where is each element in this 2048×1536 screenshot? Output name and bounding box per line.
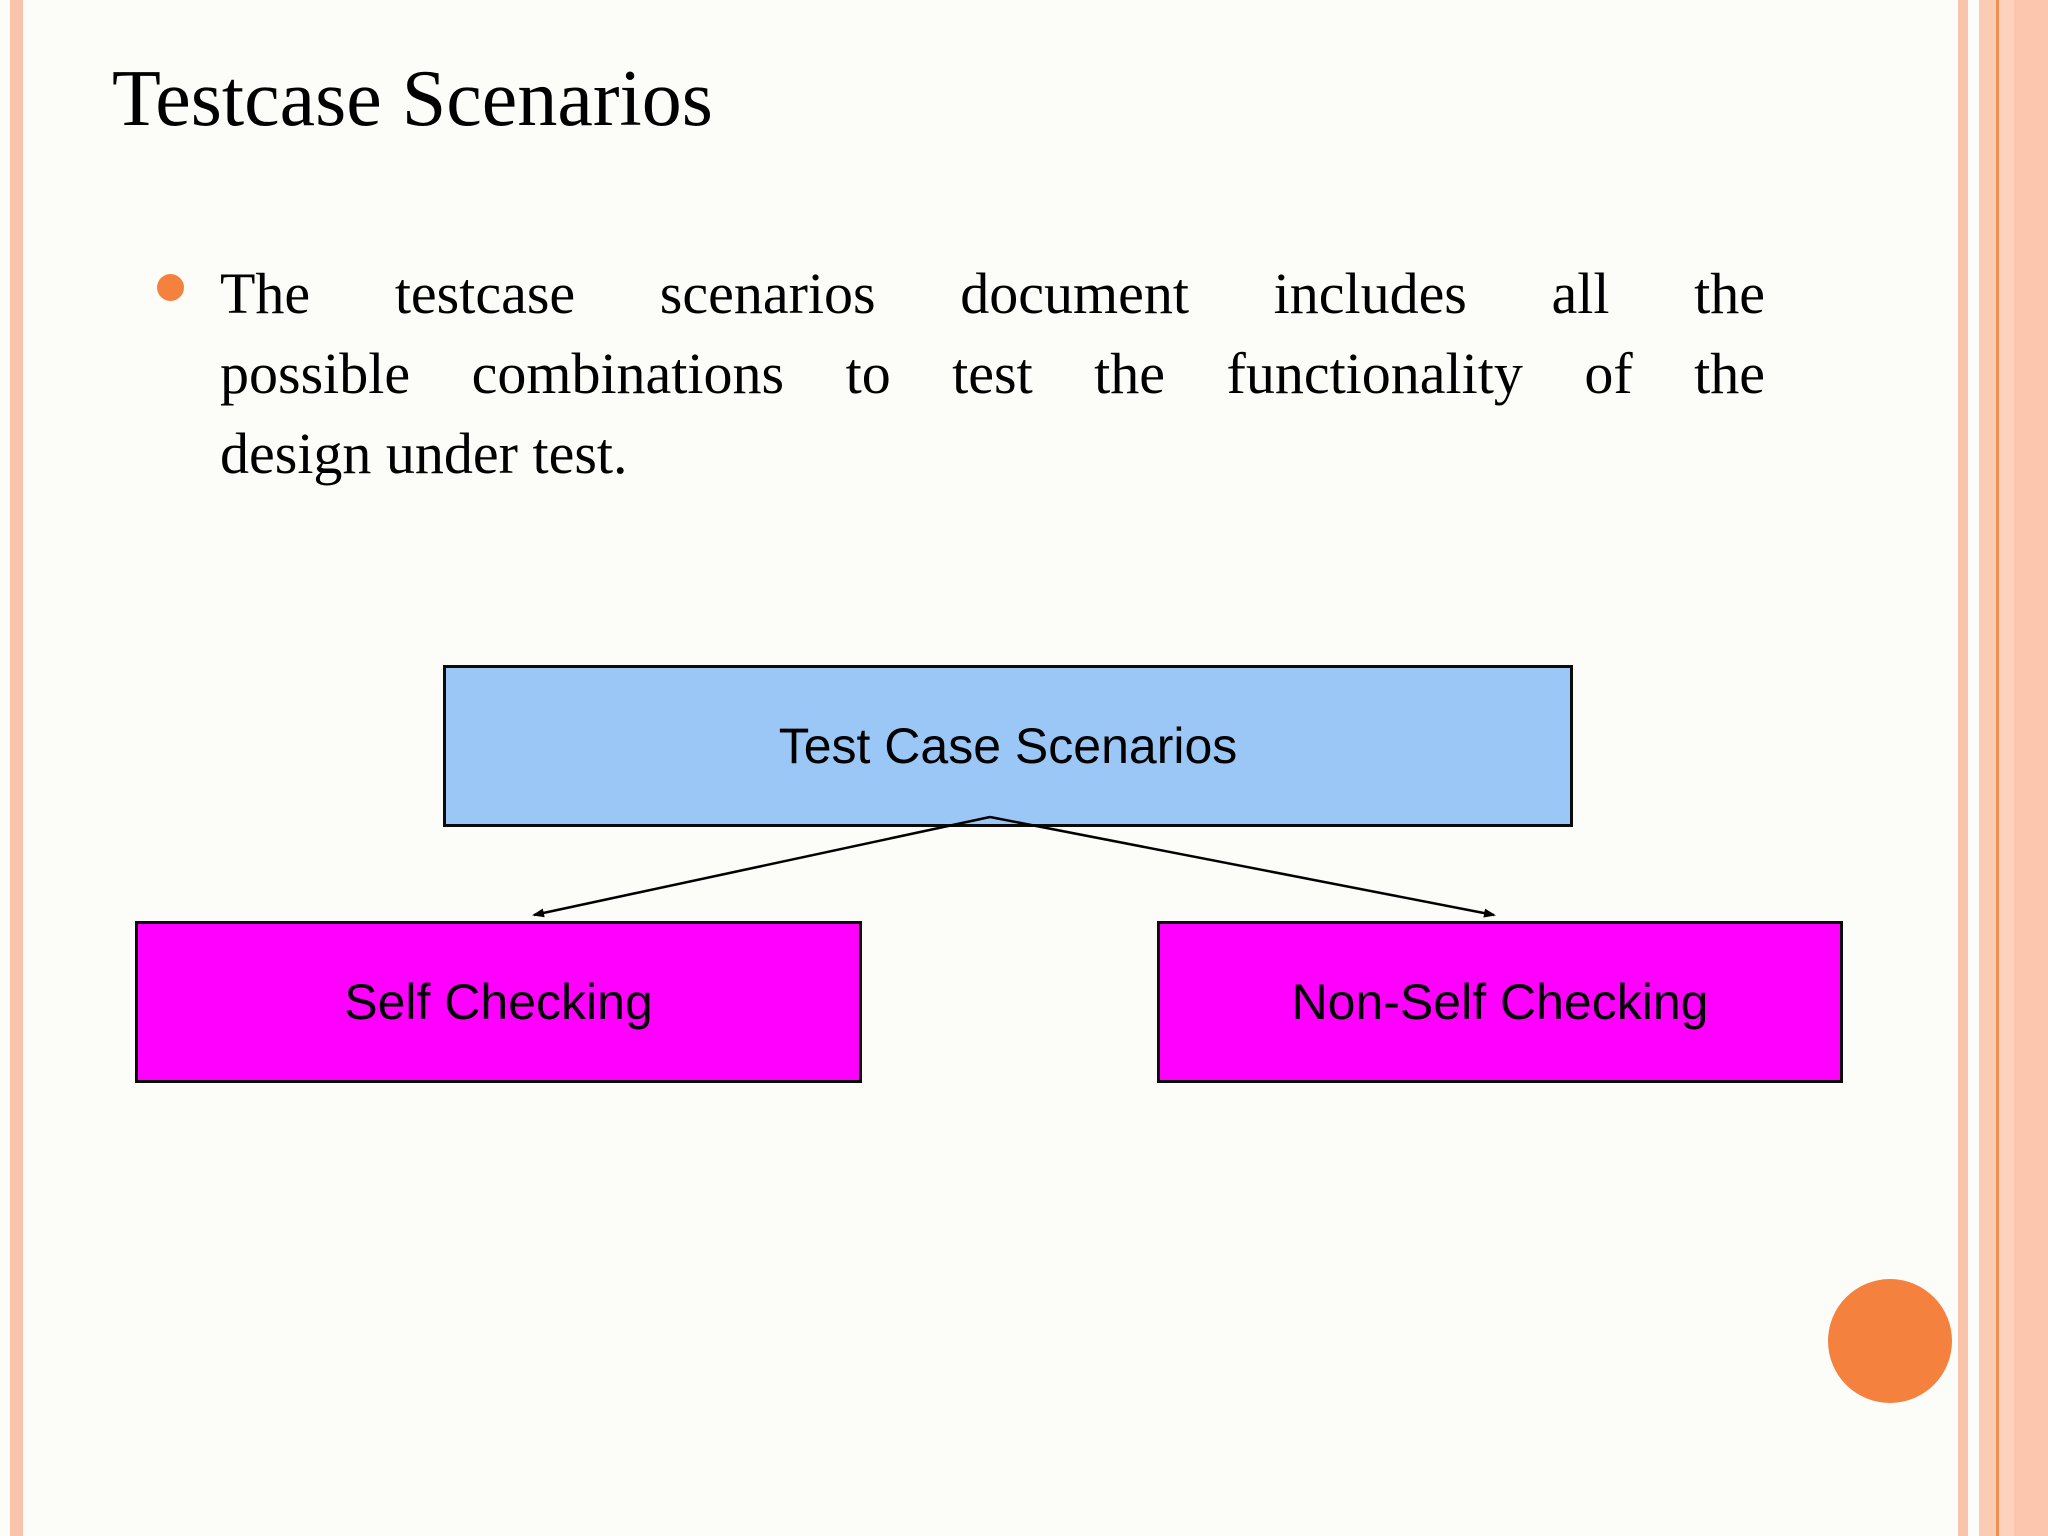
right-border-thin-stripe [1958,0,1968,1536]
right-border-band-segment [1999,0,2014,1536]
bullet-paragraph-line: The testcase scenarios document includes… [220,261,1765,326]
bullet-point-icon [157,274,184,301]
diagram-node-self-checking: Self Checking [135,921,862,1083]
bullet-paragraph: The testcase scenarios document includes… [220,254,1765,494]
right-border-band-accent-line [1996,0,1999,1536]
left-border-stripe [10,0,23,1536]
diagram-node-label: Test Case Scenarios [778,718,1238,774]
diagram-node-test-case-scenarios: Test Case Scenarios [443,665,1573,827]
connector-left-arrow [532,815,991,918]
right-border-band-segment [1979,0,1996,1536]
diagram-node-label: Self Checking [344,974,653,1030]
footer-circle-decoration [1828,1279,1952,1403]
connector-right-arrow [989,815,1496,918]
slide-title: Testcase Scenarios [112,55,713,143]
bullet-paragraph-line: design under test. [220,421,628,486]
diagram-node-label: Non-Self Checking [1291,974,1709,1030]
right-border-band-segment [2014,0,2048,1536]
bullet-paragraph-line: possible combinations to test the functi… [220,341,1765,406]
diagram-node-non-self-checking: Non-Self Checking [1157,921,1843,1083]
